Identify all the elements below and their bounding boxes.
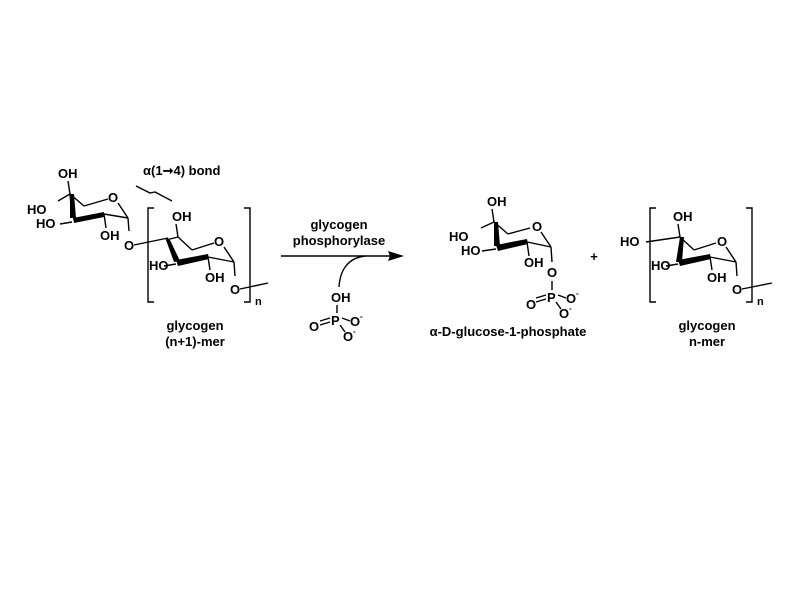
- phosphate-oxyanion-2-label: O: [343, 329, 353, 344]
- glycosidic-oxygen-label: O: [124, 238, 134, 253]
- c2-hydroxyl-label: OH: [524, 255, 544, 270]
- negative-charge: -: [353, 327, 356, 336]
- bond-annotation-label: α(1➞4) bond: [143, 163, 220, 178]
- enzyme-name-line2: phosphorylase: [293, 233, 385, 248]
- enzyme-name-line1: glycogen: [310, 217, 367, 232]
- c6-hydroxyl-label: OH: [673, 209, 693, 224]
- repeat-count-n: n: [255, 296, 262, 308]
- product2-name-line2: n-mer: [689, 334, 725, 349]
- phosphorus-label: P: [547, 290, 556, 305]
- reactant-name-line1: glycogen: [166, 318, 223, 333]
- product1-name: α-D-glucose-1-phosphate: [430, 324, 587, 339]
- ring-oxygen-label: O: [108, 190, 118, 205]
- c3-hydroxyl-label: HO: [461, 243, 481, 258]
- product-glucose-1-phosphate: OH O HO HO OH O P O O - O - α-D-glucose-…: [430, 194, 587, 339]
- glycosidic-oxygen-label: O: [547, 265, 557, 280]
- reaction-arrow: glycogen phosphorylase: [281, 217, 404, 288]
- c4-hydroxyl-label: HO: [449, 229, 469, 244]
- c4-hydroxyl-label: HO: [27, 202, 47, 217]
- left-bracket: [649, 207, 656, 303]
- glycosidic-oxygen-label: O: [732, 282, 742, 297]
- c2-hydroxyl-label: OH: [100, 228, 120, 243]
- c2-hydroxyl-label: OH: [205, 270, 225, 285]
- product2-name-line1: glycogen: [678, 318, 735, 333]
- arrow-head-icon: [388, 251, 404, 261]
- ring-oxygen-label: O: [214, 234, 224, 249]
- alpha-1-4-bond-annotation: α(1➞4) bond: [135, 163, 220, 202]
- reactant-name-line2: (n+1)-mer: [165, 334, 225, 349]
- c3-hydroxyl-label: HO: [36, 216, 56, 231]
- reactant-glycogen-n-plus-1: OH O HO HO OH O α(1➞4) bond: [27, 163, 269, 349]
- plus-sign: +: [590, 249, 598, 264]
- product-glycogen-n-mer: n OH O HO HO OH O glycogen n-mer: [620, 207, 773, 349]
- phosphate-hydroxyl-label: OH: [331, 290, 351, 305]
- negative-charge: -: [360, 312, 363, 321]
- c3-hydroxyl-label: HO: [651, 258, 671, 273]
- c6-hydroxyl-label: OH: [487, 194, 507, 209]
- ring-oxygen-label: O: [717, 234, 727, 249]
- ring-oxygen-label: O: [532, 219, 542, 234]
- cosubstrate-phosphate: OH P O O - O -: [309, 290, 363, 344]
- terminal-glucose-ring: OH O HO HO OH O: [27, 166, 169, 253]
- phosphate-oxo-label: O: [309, 319, 319, 334]
- c2-hydroxyl-label: OH: [707, 270, 727, 285]
- repeat-unit-bracketed: n OH O HO OH O: [147, 207, 269, 308]
- cosubstrate-curved-arrow: [338, 255, 366, 288]
- phosphate-oxo-label: O: [526, 297, 536, 312]
- c4-hydroxyl-label: HO: [620, 234, 640, 249]
- glycosidic-oxygen-label: O: [230, 282, 240, 297]
- right-bracket: [746, 207, 753, 303]
- negative-charge: -: [576, 289, 579, 298]
- c6-hydroxyl-label: OH: [58, 166, 78, 181]
- c6-hydroxyl-label: OH: [172, 209, 192, 224]
- right-bracket: [244, 207, 251, 303]
- phosphate-oxyanion-1-label: O: [350, 314, 360, 329]
- left-bracket: [147, 207, 154, 303]
- negative-charge: -: [569, 304, 572, 313]
- phosphate-oxyanion-1-label: O: [566, 291, 576, 306]
- phosphorus-label: P: [331, 313, 340, 328]
- phosphate-oxyanion-2-label: O: [559, 306, 569, 321]
- c3-hydroxyl-label: HO: [149, 258, 169, 273]
- repeat-count-n: n: [757, 296, 764, 308]
